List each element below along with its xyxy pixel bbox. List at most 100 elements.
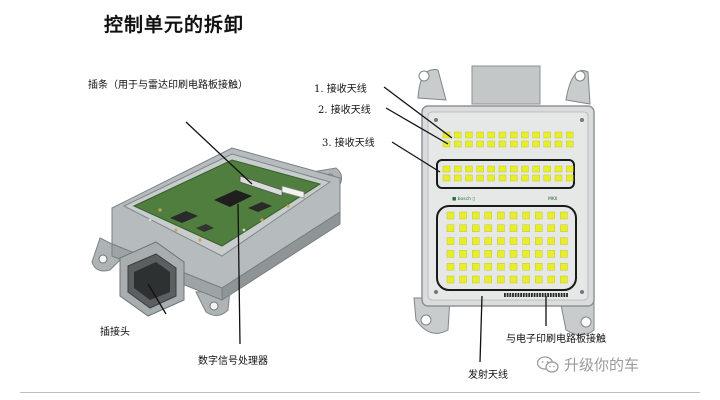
transmit-antenna-patch xyxy=(472,211,480,220)
label-rx3: 3. 接收天线 xyxy=(322,138,375,149)
transmit-antenna-patch xyxy=(547,224,555,233)
transmit-antenna-patch xyxy=(472,237,480,245)
contact-pad xyxy=(552,293,555,297)
transmit-antenna-array xyxy=(446,211,568,284)
transmit-antenna-patch xyxy=(535,224,543,233)
receive-antenna-patch xyxy=(554,165,563,173)
transmit-antenna-patch xyxy=(497,250,505,258)
receive-antenna-patch xyxy=(566,131,574,139)
label-transmit-antenna: 发射天线 xyxy=(468,370,508,381)
receive-antenna-patch xyxy=(521,131,529,139)
label-rx1: 1. 接收天线 xyxy=(314,84,367,95)
transmit-antenna-patch xyxy=(509,224,518,233)
svg-text:MKII: MKII xyxy=(548,196,558,202)
receive-antenna-patch xyxy=(476,140,484,148)
contact-pad xyxy=(558,293,560,297)
receive-antenna-patch xyxy=(532,165,540,173)
transmit-antenna-patch xyxy=(484,250,492,258)
svg-text:■ bosch ▯: ■ bosch ▯ xyxy=(452,196,475,202)
transmit-antenna-patch xyxy=(446,250,455,258)
transmit-antenna-patch xyxy=(547,275,555,284)
transmit-antenna-patch xyxy=(560,211,568,220)
transmit-antenna-patch xyxy=(484,275,492,284)
transmit-antenna-patch xyxy=(560,237,568,245)
receive-antenna-patch xyxy=(487,174,495,182)
receive-antenna-patch xyxy=(566,165,574,173)
transmit-antenna-patch xyxy=(446,275,455,284)
contact-pad xyxy=(509,293,512,297)
transmit-antenna-patch xyxy=(472,250,480,258)
receive-antenna-patch xyxy=(543,131,551,139)
transmit-antenna-patch xyxy=(560,224,568,233)
transmit-antenna-patch xyxy=(472,224,480,233)
receive-antenna-patch xyxy=(510,140,518,148)
contact-pad xyxy=(531,293,533,297)
transmit-antenna-patch xyxy=(522,224,530,233)
receive-antenna-patch xyxy=(532,174,540,182)
receive-antenna-patch xyxy=(454,174,462,182)
transmit-antenna-patch xyxy=(459,224,467,233)
transmit-antenna-patch xyxy=(509,263,518,271)
transmit-antenna-patch xyxy=(509,237,518,245)
label-dsp: 数字信号处理器 xyxy=(198,356,268,367)
contact-pad xyxy=(533,293,536,297)
transmit-antenna-patch xyxy=(560,263,568,271)
transmit-antenna-patch xyxy=(522,250,530,258)
transmit-antenna-patch xyxy=(484,237,492,245)
contact-pad xyxy=(517,293,520,297)
receive-antenna-patch xyxy=(532,131,540,139)
contact-pad xyxy=(555,293,558,297)
radar-board: ■ bosch ▯ MKII xyxy=(413,65,595,336)
contact-pad xyxy=(514,293,517,297)
receive-antenna-patch xyxy=(543,174,551,182)
contact-pad xyxy=(547,293,549,297)
label-rx2: 2. 接收天线 xyxy=(318,105,371,116)
leader-lines xyxy=(147,86,547,363)
transmit-antenna-patch xyxy=(484,263,492,271)
transmit-antenna-patch xyxy=(535,275,543,284)
transmit-antenna-patch xyxy=(547,211,555,220)
transmit-antenna-patch xyxy=(535,237,543,245)
watermark-text: 升级你的车 xyxy=(564,356,640,374)
receive-antenna-patch xyxy=(454,140,462,148)
receive-antenna-patch xyxy=(442,174,451,182)
transmit-antenna-patch xyxy=(459,275,467,284)
contact-pad xyxy=(549,293,552,297)
receive-antenna-patch xyxy=(465,165,473,173)
receive-antenna-patch xyxy=(442,131,451,139)
transmit-antenna-patch xyxy=(522,211,530,220)
transmit-antenna-patch xyxy=(509,250,518,258)
receive-antenna-patch xyxy=(476,165,484,173)
transmit-antenna-patch xyxy=(522,237,530,245)
receive-antenna-patch xyxy=(454,131,462,139)
transmit-antenna-patch xyxy=(547,263,555,271)
receive-antenna-patch xyxy=(543,140,551,148)
label-pcb-contact: 与电子印刷电路板接触 xyxy=(506,334,606,345)
receive-antenna-patch xyxy=(566,140,574,148)
receive-antenna-patch xyxy=(454,165,462,173)
transmit-antenna-patch xyxy=(484,211,492,220)
transmit-antenna-patch xyxy=(535,263,543,271)
transmit-antenna-patch xyxy=(497,224,505,233)
transmit-antenna-patch xyxy=(497,211,505,220)
contact-pad xyxy=(536,293,539,297)
receive-antenna-patch xyxy=(510,165,518,173)
receive-antenna-patch xyxy=(498,140,507,148)
contact-pad xyxy=(504,293,506,297)
contact-pad xyxy=(522,293,525,297)
receive-antenna-patch xyxy=(442,165,451,173)
contact-pad xyxy=(512,293,514,297)
page-title: 控制单元的拆卸 xyxy=(104,14,245,36)
receive-antenna-patch xyxy=(465,140,473,148)
receive-antenna-patch xyxy=(487,165,495,173)
transmit-antenna-patch xyxy=(497,263,505,271)
label-connector-strip: 插条（用于与雷达印刷电路板接触） xyxy=(88,80,248,91)
contact-pad xyxy=(539,293,541,297)
transmit-antenna-patch xyxy=(446,237,455,245)
receive-antenna-patch xyxy=(476,174,484,182)
transmit-antenna-patch xyxy=(509,275,518,284)
transmit-antenna-patch xyxy=(459,263,467,271)
contact-pad xyxy=(525,293,528,297)
receive-antenna-patch xyxy=(476,131,484,139)
